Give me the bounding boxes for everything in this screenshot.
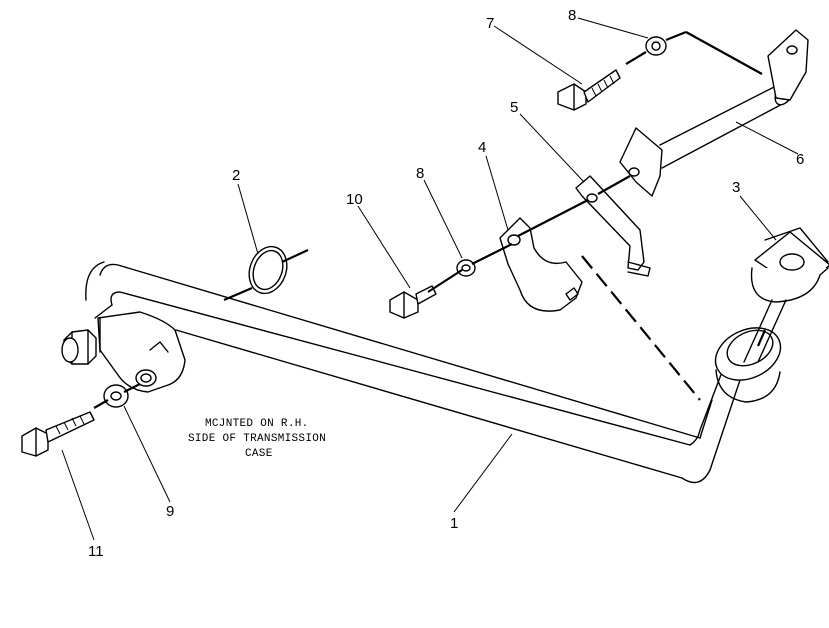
callout-6: 6 [796,151,804,168]
part-11-bolt [21,411,95,457]
leader-lines [61,17,799,541]
callout-1: 1 [450,515,458,532]
callout-10: 10 [346,191,363,208]
part-4-clamp [499,217,583,312]
callout-7: 7 [486,15,494,32]
callout-8-upper: 8 [568,7,576,24]
note-line-3: CASE [245,448,273,460]
part-5-bracket [575,175,651,277]
part-8-washer-upper [625,30,763,75]
callout-5: 5 [510,99,518,116]
mounting-note: MCJNTED ON R.H. SIDE OF TRANSMISSION CAS… [188,418,326,460]
callout-3: 3 [732,179,740,196]
callout-4: 4 [478,139,486,156]
part-6-rod [619,29,809,197]
part-3-dipstick [743,227,829,363]
part-9-washer [103,384,129,408]
part-1-tube [61,261,782,484]
callout-9: 9 [166,503,174,520]
note-line-2: SIDE OF TRANSMISSION [188,433,326,445]
callout-2: 2 [232,167,240,184]
part-7-bolt [557,69,621,111]
callout-11: 11 [88,543,104,560]
part-8-washer-lower [456,259,476,277]
note-line-1: MCJNTED ON R.H. [205,418,309,430]
callout-8-lower: 8 [416,165,424,182]
part-2-o-ring [223,245,309,302]
assembly-lines [93,175,701,409]
